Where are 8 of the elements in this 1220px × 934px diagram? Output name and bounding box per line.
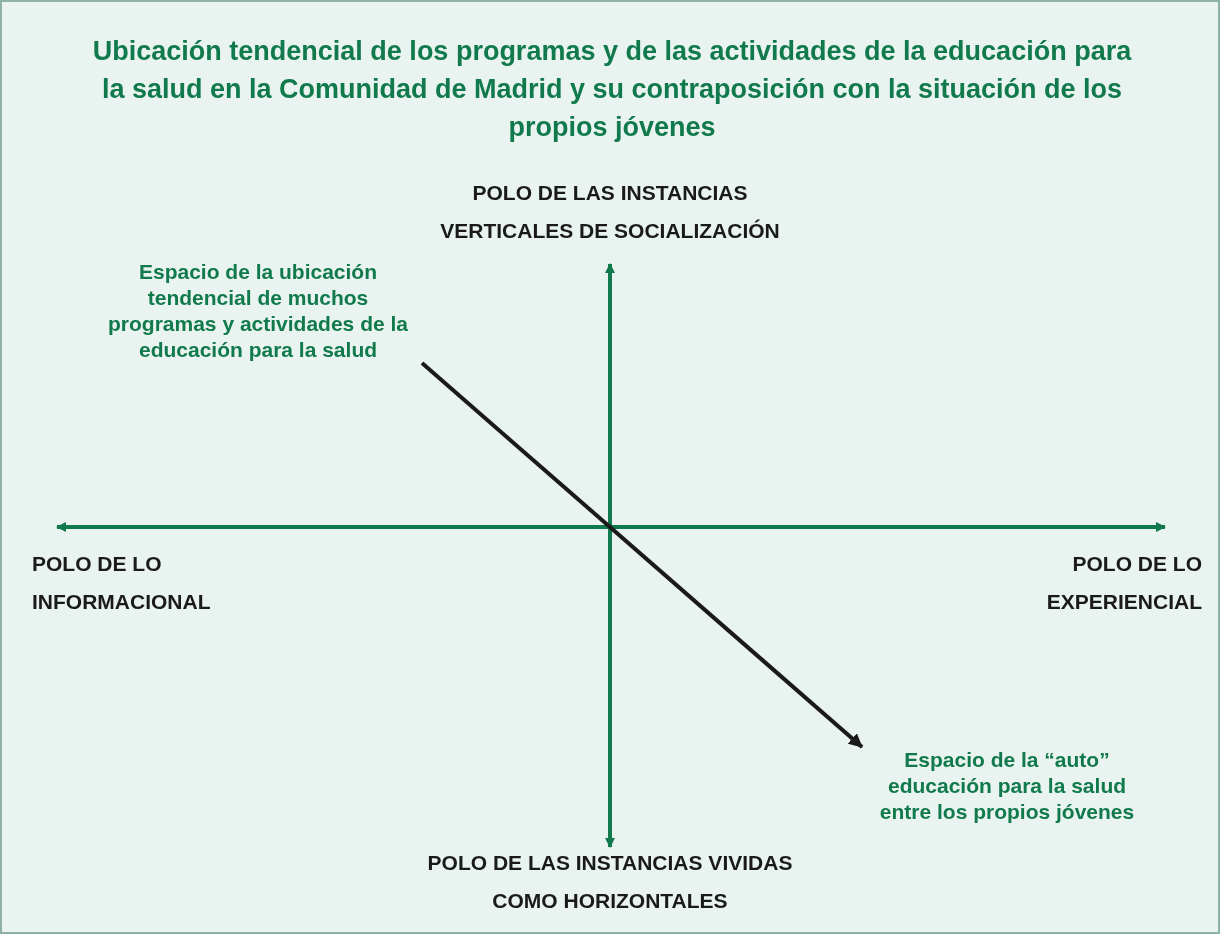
area-label: Espacio de la ubicación tendencial de muchos programas y actividades de la educación para la salud [94,259,422,363]
diagram-title: Ubicación tendencial de los programas y de las actividades de la educación para la salud en la Comunidad de Madrid y su contraposición con la situación de los propios jóvenes [92,35,1132,144]
pole-label: POLO DE LO EXPERIENCIAL [1045,551,1202,615]
pole-label: POLO DE LAS INSTANCIAS VERTICALES DE SOCIALIZACIÓN [439,180,781,244]
arrow [420,361,864,749]
pole-label: POLO DE LAS INSTANCIAS VIVIDAS COMO HORIZONTALES [426,850,794,914]
pole-label: POLO DE LO INFORMACIONAL [32,551,212,615]
area-label: Espacio de la “auto” educación para la salud entre los propios jóvenes [862,747,1152,831]
